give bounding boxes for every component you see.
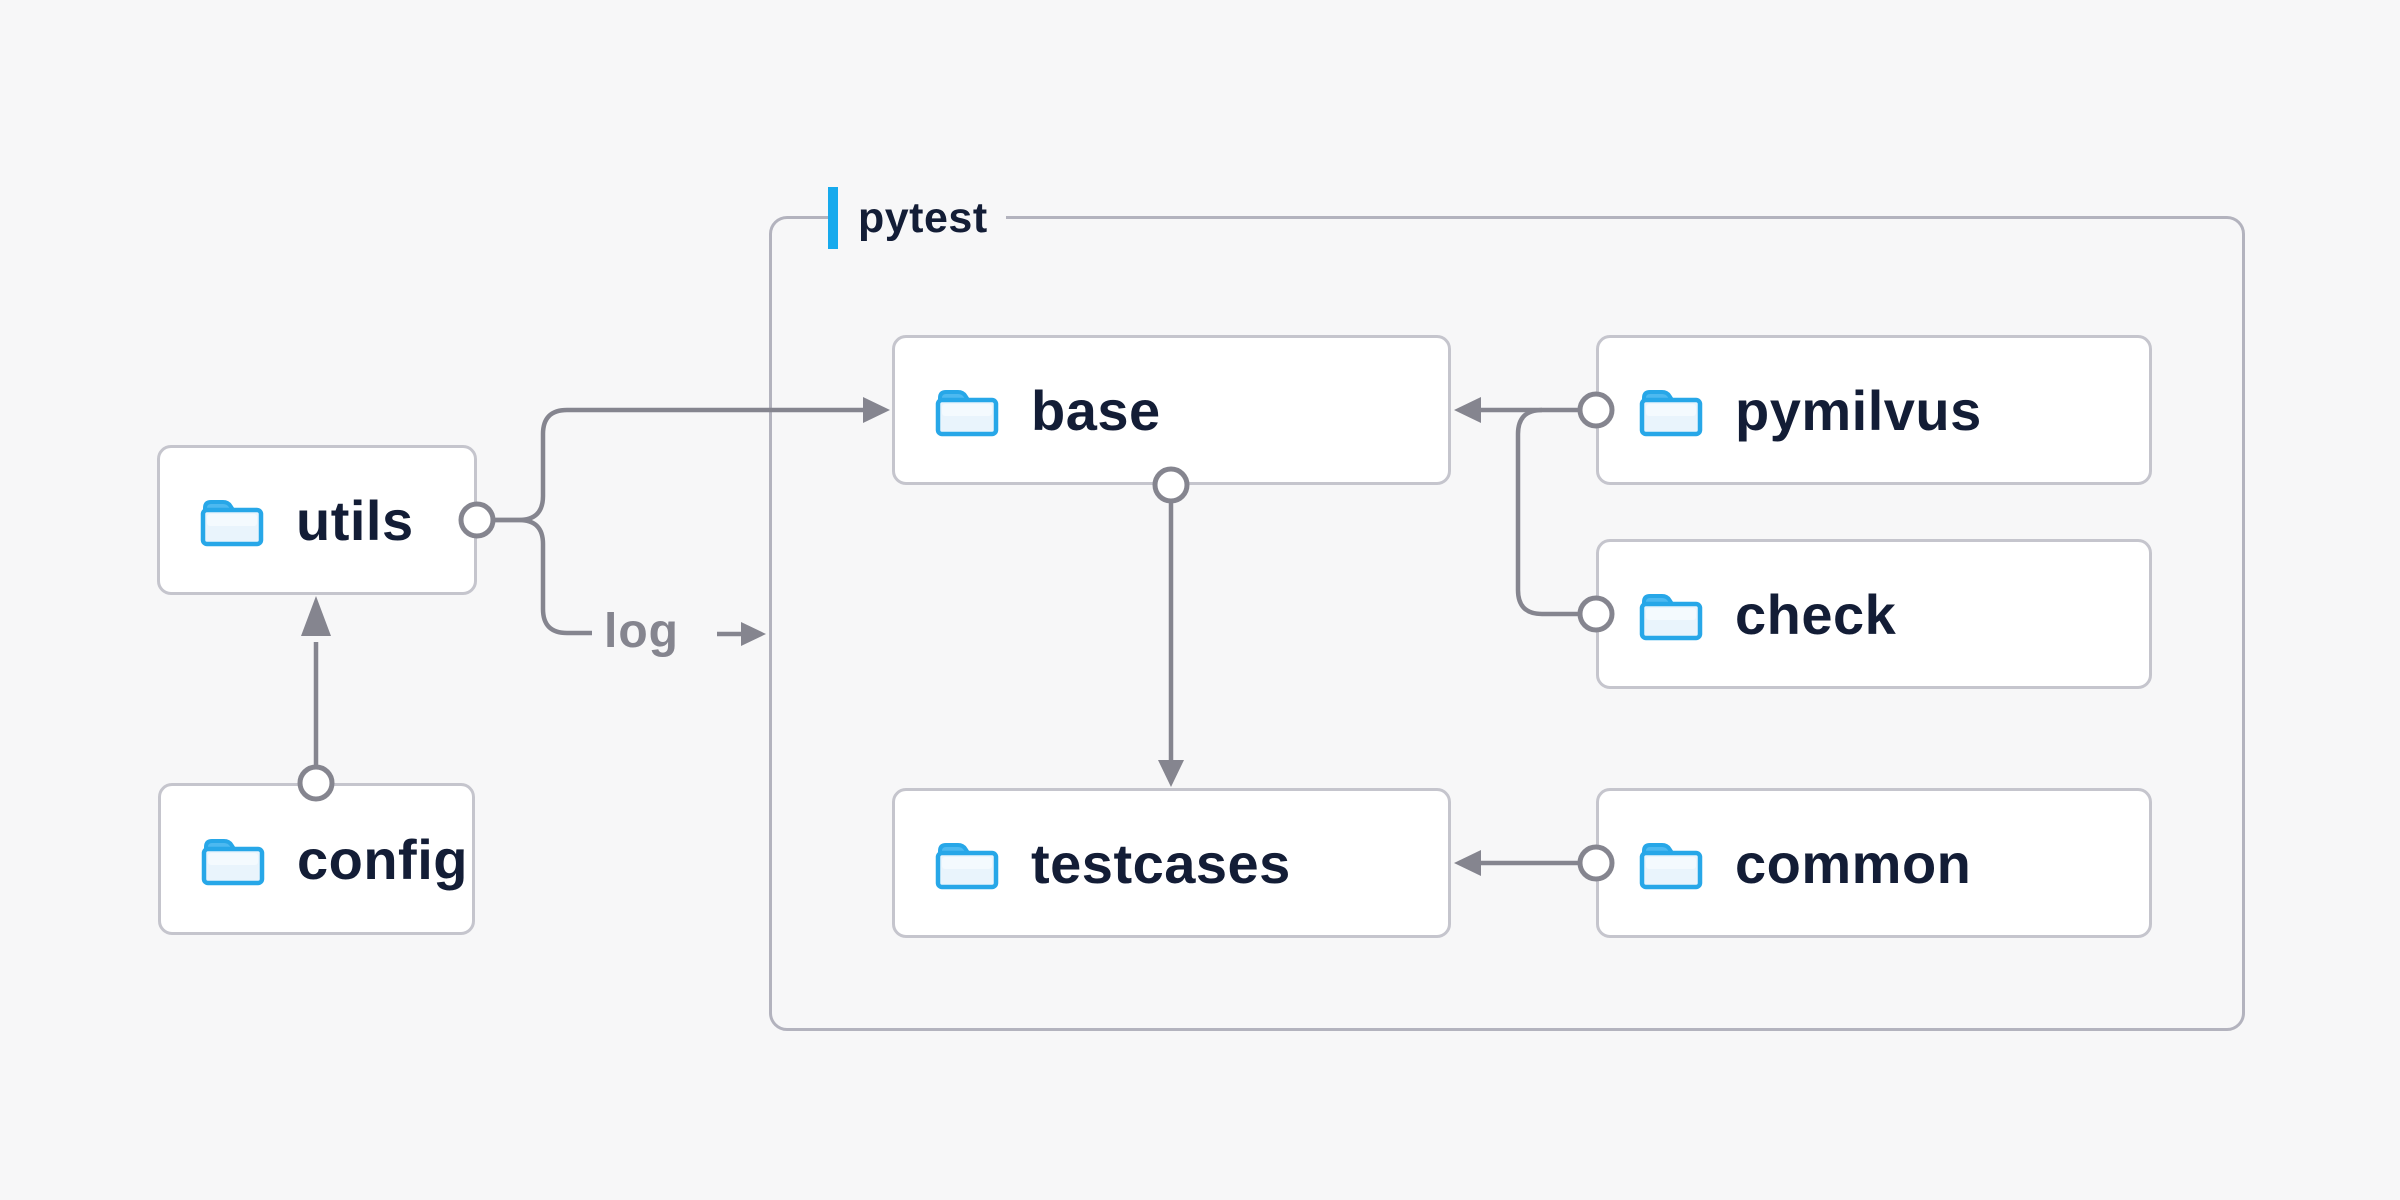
node-common: common: [1596, 788, 2152, 938]
arrowhead-log: [741, 622, 766, 646]
edge-label-log: log: [604, 605, 679, 658]
node-pymilvus-label: pymilvus: [1735, 378, 1982, 442]
node-testcases-label: testcases: [1031, 831, 1291, 895]
arrowhead-into-utils: [301, 596, 331, 636]
node-check: check: [1596, 539, 2152, 689]
folder-icon: [1637, 586, 1705, 642]
folder-icon: [1637, 382, 1705, 438]
folder-icon: [198, 492, 266, 548]
folder-icon: [933, 835, 1001, 891]
node-utils-label: utils: [296, 488, 414, 552]
accent-bar: [828, 187, 838, 249]
edge-utils-log: [494, 517, 592, 636]
folder-icon: [199, 831, 267, 887]
node-base-label: base: [1031, 378, 1161, 442]
pytest-group-title: pytest: [858, 194, 988, 242]
node-utils: utils: [157, 445, 477, 595]
folder-icon: [933, 382, 1001, 438]
node-common-label: common: [1735, 831, 1972, 895]
node-config: config: [158, 783, 475, 935]
node-check-label: check: [1735, 582, 1897, 646]
pytest-group-label: pytest: [828, 186, 1006, 250]
folder-icon: [1637, 835, 1705, 891]
node-pymilvus: pymilvus: [1596, 335, 2152, 485]
node-base: base: [892, 335, 1451, 485]
node-testcases: testcases: [892, 788, 1451, 938]
node-config-label: config: [297, 827, 468, 891]
pytest-group-frame: pytest: [769, 186, 2245, 1031]
